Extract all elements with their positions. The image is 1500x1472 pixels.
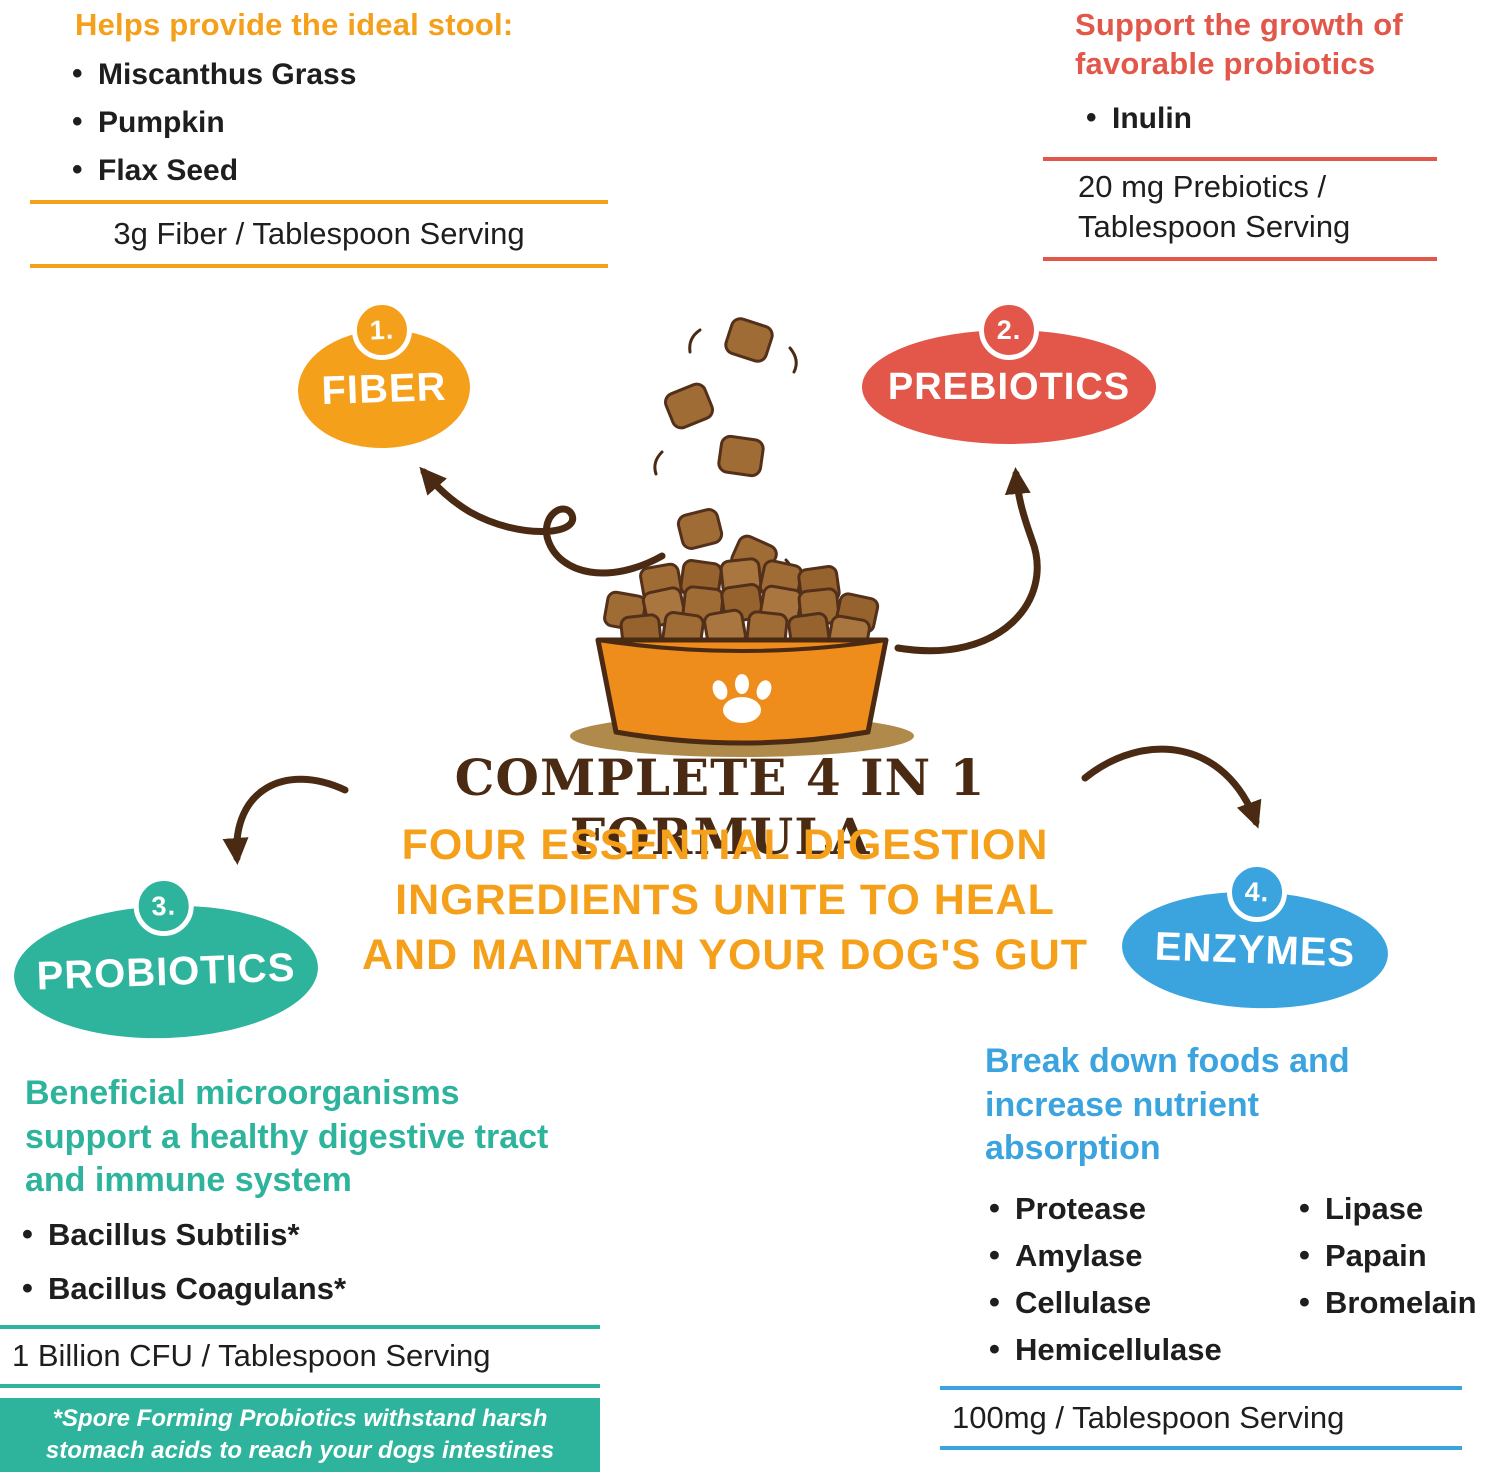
enzymes-ingredient-list-col1: Protease Amylase Cellulase Hemicellulase bbox=[985, 1191, 1222, 1380]
prebiotics-badge-number: 2. bbox=[979, 300, 1039, 360]
list-item: Flax Seed bbox=[68, 153, 356, 187]
list-item: Protease bbox=[985, 1191, 1222, 1226]
divider bbox=[940, 1386, 1462, 1390]
list-item: Lipase bbox=[1295, 1191, 1477, 1226]
divider bbox=[940, 1446, 1462, 1450]
divider bbox=[30, 200, 608, 204]
list-item: Hemicellulase bbox=[985, 1332, 1222, 1367]
prebiotics-badge-label: PREBIOTICS bbox=[887, 365, 1131, 408]
paw-print-icon bbox=[712, 674, 772, 723]
probiotics-badge-number: 3. bbox=[132, 875, 195, 938]
list-item: Bromelain bbox=[1295, 1285, 1477, 1320]
enzymes-badge-number: 4. bbox=[1225, 861, 1289, 924]
fiber-ingredient-list: Miscanthus Grass Pumpkin Flax Seed bbox=[68, 57, 356, 202]
arrow-to-prebiotics-icon bbox=[894, 467, 1041, 655]
fiber-badge-number: 1. bbox=[350, 299, 413, 362]
formula-subtitle-line: FOUR ESSENTIAL DIGESTION bbox=[401, 821, 1049, 869]
motion-lines bbox=[653, 328, 798, 594]
list-item: Bacillus Subtilis* bbox=[18, 1217, 346, 1252]
prebiotics-badge: 2. PREBIOTICS bbox=[862, 300, 1156, 444]
list-item: Cellulase bbox=[985, 1285, 1222, 1320]
divider bbox=[0, 1384, 600, 1388]
prebiotics-ingredient-list: Inulin bbox=[1082, 101, 1192, 150]
food-bowl-icon bbox=[595, 637, 889, 746]
list-item: Papain bbox=[1295, 1238, 1477, 1273]
fiber-badge-label: FIBER bbox=[320, 364, 448, 413]
probiotics-serving-text: 1 Billion CFU / Tablespoon Serving bbox=[12, 1338, 491, 1373]
enzymes-badge-label: ENZYMES bbox=[1154, 924, 1356, 975]
formula-subtitle-line: AND MAINTAIN YOUR DOG'S GUT bbox=[361, 931, 1089, 979]
fiber-heading: Helps provide the ideal stool: bbox=[75, 7, 514, 42]
list-item: Pumpkin bbox=[68, 105, 356, 139]
enzymes-ingredient-list-col2: Lipase Papain Bromelain bbox=[1295, 1191, 1477, 1333]
divider bbox=[0, 1325, 600, 1329]
formula-title: COMPLETE 4 IN 1 FORMULA bbox=[454, 748, 986, 866]
formula-subtitle: FOUR ESSENTIAL DIGESTION INGREDIENTS UNI… bbox=[320, 818, 1130, 983]
probiotics-footnote: *Spore Forming Probiotics withstand hars… bbox=[0, 1398, 600, 1472]
list-item: Bacillus Coagulans* bbox=[18, 1271, 346, 1306]
arrow-to-fiber-icon bbox=[419, 466, 666, 577]
probiotics-badge: 3. PROBIOTICS bbox=[11, 875, 321, 1044]
fiber-badge: 1. FIBER bbox=[295, 299, 473, 451]
probiotics-badge-label: PROBIOTICS bbox=[35, 944, 297, 999]
prebiotics-serving-text: 20 mg Prebiotics / Tablespoon Serving bbox=[1078, 169, 1351, 245]
list-item: Inulin bbox=[1082, 101, 1192, 135]
formula-subtitle-line: INGREDIENTS UNITE TO HEAL bbox=[395, 876, 1055, 924]
list-item: Miscanthus Grass bbox=[68, 57, 356, 91]
list-item: Amylase bbox=[985, 1238, 1222, 1273]
probiotics-description: Beneficial microorganisms support a heal… bbox=[25, 1074, 549, 1200]
divider bbox=[30, 264, 608, 268]
enzymes-description: Break down foods and increase nutrient a… bbox=[985, 1042, 1350, 1168]
prebiotics-heading: Support the growth of favorable probioti… bbox=[1075, 7, 1403, 81]
divider bbox=[1043, 157, 1437, 161]
kibble-pile bbox=[603, 557, 880, 656]
fiber-serving-text: 3g Fiber / Tablespoon Serving bbox=[113, 216, 525, 251]
enzymes-serving-text: 100mg / Tablespoon Serving bbox=[952, 1400, 1345, 1435]
divider bbox=[1043, 257, 1437, 261]
enzymes-badge: 4. ENZYMES bbox=[1120, 861, 1390, 1013]
falling-kibble bbox=[664, 317, 778, 580]
probiotics-ingredient-list: Bacillus Subtilis* Bacillus Coagulans* bbox=[18, 1217, 346, 1326]
